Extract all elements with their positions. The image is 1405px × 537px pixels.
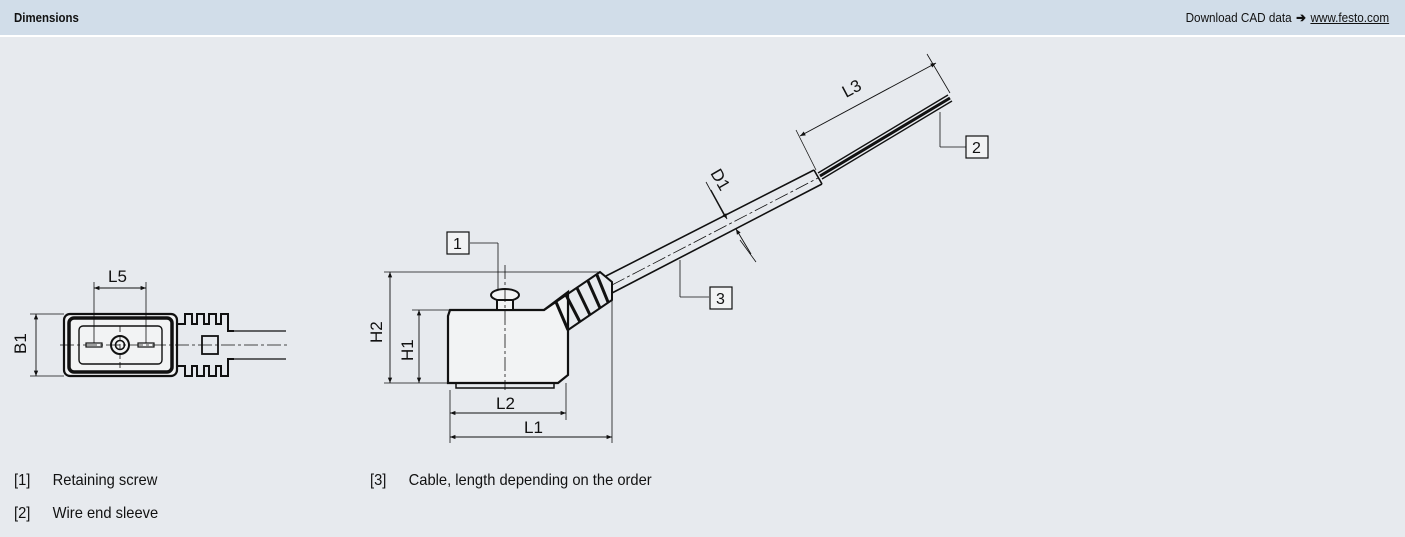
dim-label-d1: D1 bbox=[707, 166, 734, 194]
legend-num: [1] bbox=[14, 472, 31, 489]
section-header: Dimensions Download CAD data ➔ www.festo… bbox=[0, 0, 1405, 37]
legend-item-3: [3] Cable, length depending on the order bbox=[370, 472, 652, 490]
download-label: Download CAD data bbox=[1185, 10, 1292, 25]
arrow-right-icon: ➔ bbox=[1296, 10, 1306, 25]
dim-label-l1: L1 bbox=[524, 418, 543, 437]
legend-item-2: [2] Wire end sleeve bbox=[14, 505, 158, 523]
legend-text: Wire end sleeve bbox=[52, 505, 159, 522]
festo-link[interactable]: www.festo.com bbox=[1310, 10, 1389, 25]
callout-3: 3 bbox=[716, 291, 725, 308]
front-view bbox=[30, 282, 290, 378]
section-title: Dimensions bbox=[14, 10, 79, 25]
legend-num: [2] bbox=[14, 505, 31, 522]
legend-text: Cable, length depending on the order bbox=[408, 472, 652, 489]
side-view bbox=[384, 53, 989, 443]
dim-label-l3: L3 bbox=[839, 76, 865, 102]
dim-label-b1: B1 bbox=[11, 333, 30, 354]
callout-1: 1 bbox=[453, 236, 462, 253]
dim-label-h2: H2 bbox=[367, 321, 386, 343]
legend-text: Retaining screw bbox=[52, 472, 158, 489]
legend-num: [3] bbox=[370, 472, 387, 489]
legend-item-1: [1] Retaining screw bbox=[14, 472, 157, 490]
dim-label-l5: L5 bbox=[108, 267, 127, 286]
dim-label-l2: L2 bbox=[496, 394, 515, 413]
cad-download: Download CAD data ➔ www.festo.com bbox=[1185, 10, 1389, 26]
dimension-drawing: L5 B1 bbox=[11, 53, 989, 443]
callout-2: 2 bbox=[972, 140, 981, 157]
dim-label-h1: H1 bbox=[398, 339, 417, 361]
